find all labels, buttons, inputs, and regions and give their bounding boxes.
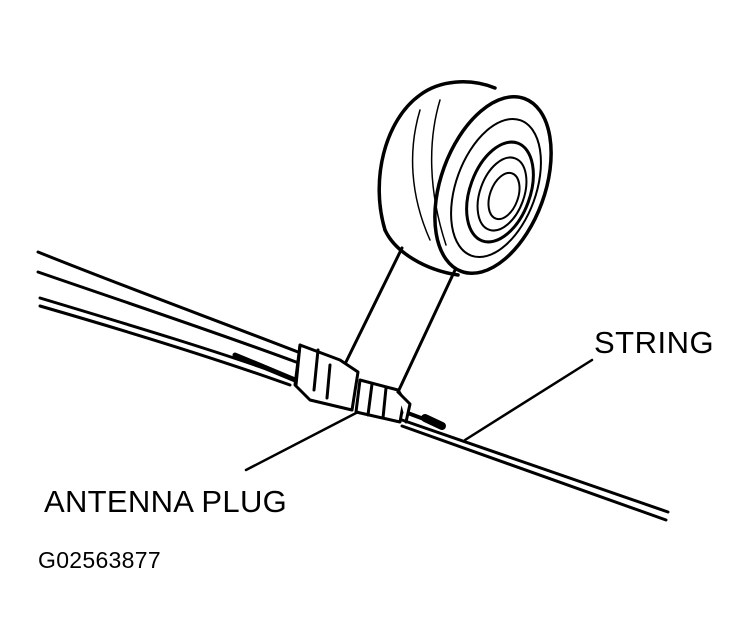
antenna-plug [293, 343, 412, 424]
antenna-plug-leader-line [244, 410, 360, 472]
tape-roll-icon [377, 80, 553, 277]
string-leader-line [463, 358, 594, 442]
tape-strip [344, 246, 458, 394]
antenna-cable [36, 250, 303, 387]
leader-lines [244, 358, 594, 472]
antenna-plug-label: ANTENNA PLUG [44, 484, 288, 519]
string-label: STRING [594, 325, 715, 360]
figure-code: G02563877 [38, 547, 161, 573]
pull-string [400, 410, 670, 522]
